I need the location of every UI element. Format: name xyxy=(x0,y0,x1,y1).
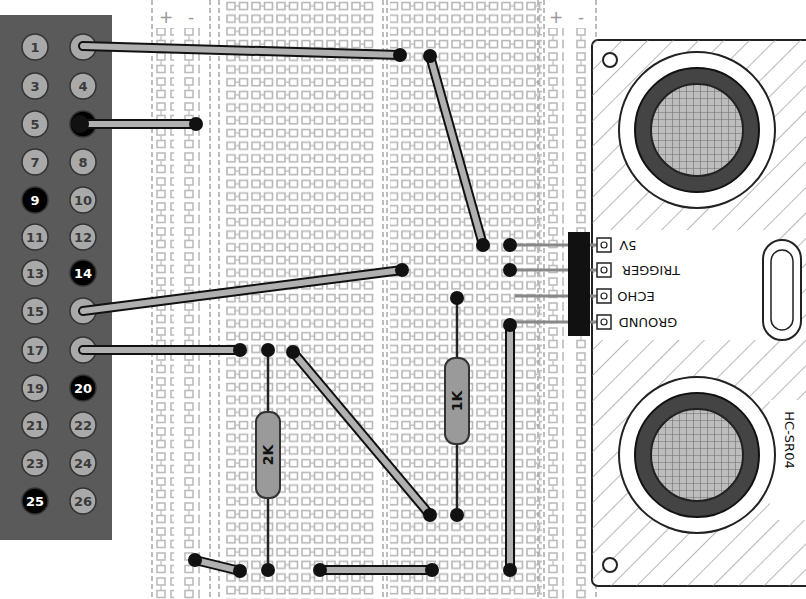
rail-sign: - xyxy=(578,9,584,26)
pin-number: 7 xyxy=(30,156,39,169)
pin-number: 8 xyxy=(78,156,87,169)
pin-number: 23 xyxy=(26,457,44,470)
pin-number: 13 xyxy=(26,267,44,280)
pin-number: 21 xyxy=(26,419,44,432)
pin-number: 12 xyxy=(74,231,92,244)
pin-number: 19 xyxy=(26,382,44,395)
pin-number: 4 xyxy=(78,80,87,93)
signal-name: GROUND xyxy=(618,316,679,329)
rail-sign: - xyxy=(188,9,194,26)
pin-number: 3 xyxy=(30,80,39,93)
rail-sign: + xyxy=(549,9,563,26)
pin-number: 5 xyxy=(30,118,39,131)
pin-number: 17 xyxy=(26,344,44,357)
pin-number: 11 xyxy=(26,231,44,244)
pin-number: 14 xyxy=(74,267,92,280)
pin-number: 9 xyxy=(30,194,39,207)
pin-number: 26 xyxy=(74,495,92,508)
pin-number: 15 xyxy=(26,305,44,318)
part-name: HC-SR04 xyxy=(783,409,796,470)
pin-number: 25 xyxy=(26,495,44,508)
pin-number: 20 xyxy=(74,382,92,395)
resistor-value: 1K xyxy=(450,391,464,412)
rail-sign: + xyxy=(159,9,173,26)
signal-name: TRIGGER xyxy=(621,264,681,277)
pin-number: 22 xyxy=(74,419,92,432)
signal-name: ECHO xyxy=(616,290,655,303)
pin-number: 1 xyxy=(30,41,39,54)
resistor-value: 2K xyxy=(261,445,275,466)
pin-number: 10 xyxy=(74,194,92,207)
signal-name: 5V xyxy=(618,239,637,252)
pin-number: 24 xyxy=(74,457,92,470)
